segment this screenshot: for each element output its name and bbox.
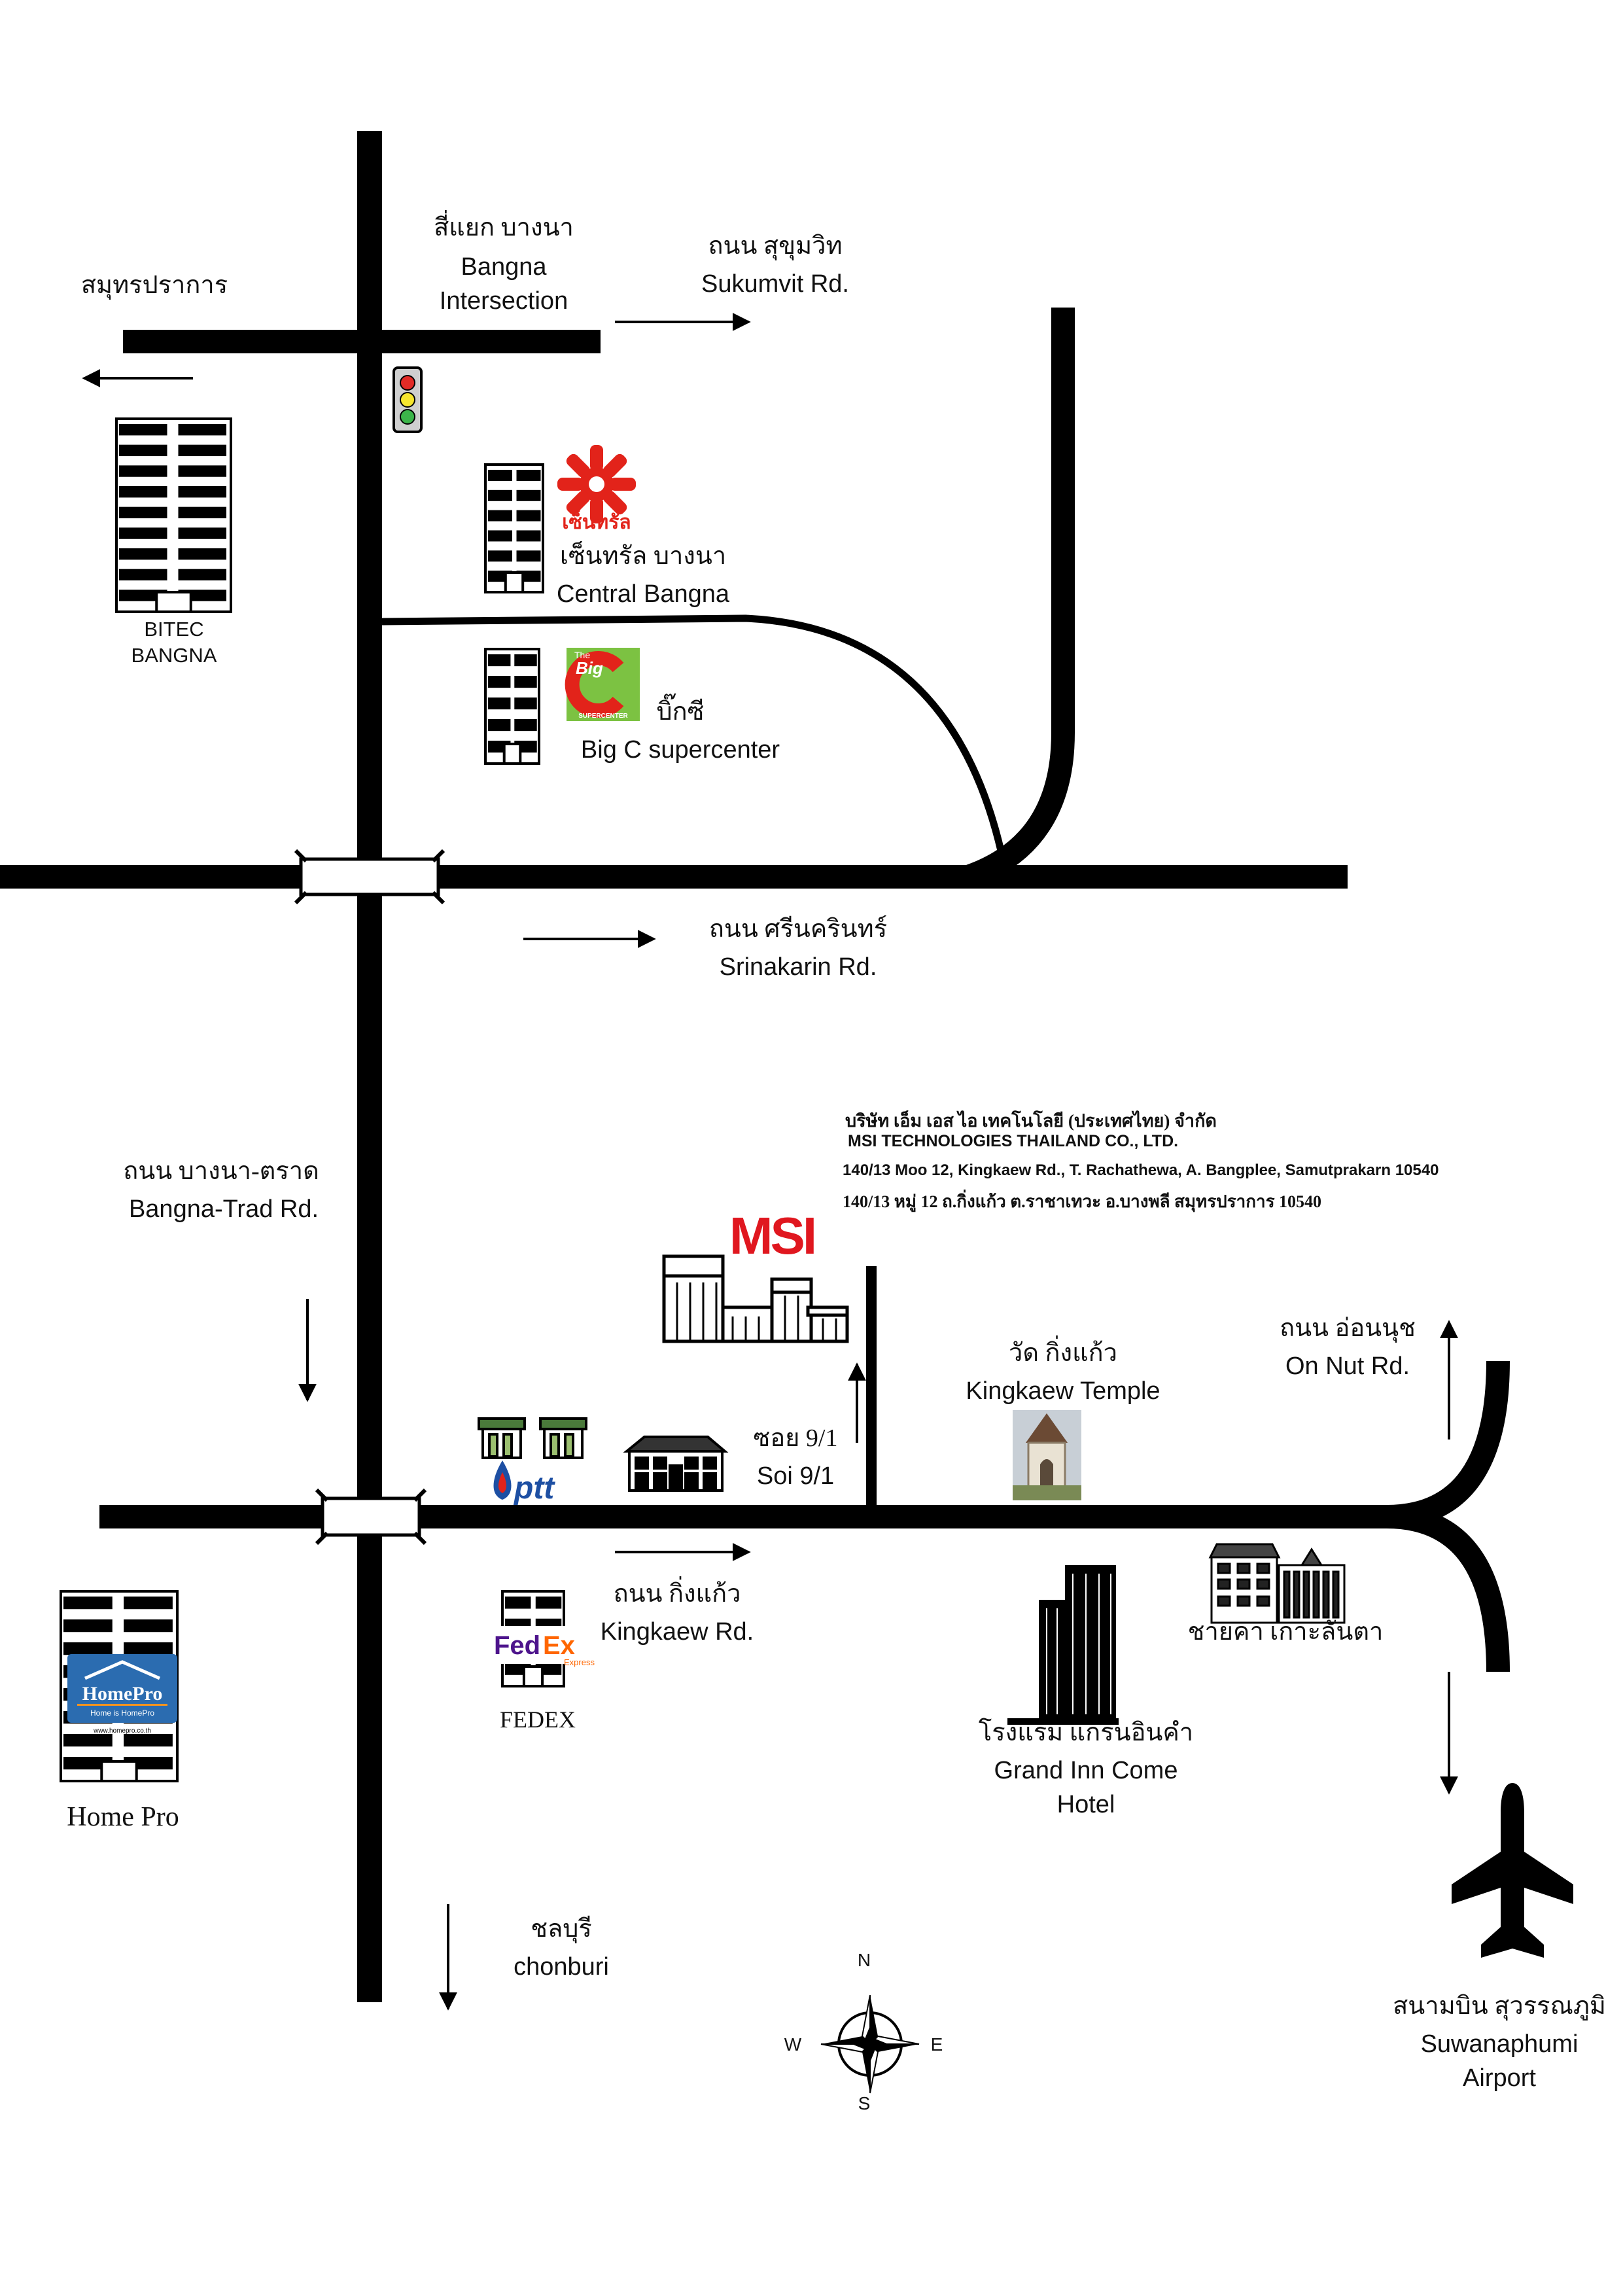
compass-north-label: N <box>858 1950 871 1970</box>
hotel-tower-icon <box>1007 1565 1119 1725</box>
traffic-light-icon <box>393 366 423 433</box>
msi-factory-icon <box>662 1254 849 1343</box>
central-logo: เซ็นทรัล <box>557 445 636 533</box>
building-icon <box>623 1436 729 1492</box>
bridge-kingkaew <box>315 1488 427 1545</box>
homepro-logo-url: www.homepro.co.th <box>93 1727 151 1735</box>
label-onnut-en: On Nut Rd. <box>1285 1352 1410 1380</box>
label-bangna-intersection-th: สี่แยก บางนา <box>434 210 574 241</box>
temple-icon <box>1013 1410 1081 1500</box>
ptt-station-icon <box>478 1417 587 1459</box>
fedex-logo-express: Express <box>564 1657 595 1667</box>
compass-south-label: S <box>858 2093 871 2113</box>
label-homepro: Home Pro <box>67 1802 179 1832</box>
homepro-logo-text: HomePro <box>82 1683 163 1704</box>
label-srinakarin-en: Srinakarin Rd. <box>720 953 877 981</box>
label-chonburi-th: ชลบุรี <box>531 1915 592 1943</box>
label-msi-en: MSI TECHNOLOGIES THAILAND CO., LTD. <box>848 1132 1178 1150</box>
label-soi-en: Soi 9/1 <box>757 1462 834 1490</box>
road-airport <box>1386 1505 1510 1672</box>
label-central-en: Central Bangna <box>557 580 730 608</box>
bigc-logo-sub: SUPERCENTER <box>578 713 628 720</box>
airplane-icon <box>1452 1783 1573 1958</box>
label-central-th: เซ็นทรัล บางนา <box>560 540 726 570</box>
label-temple-th: วัด กิ่งแก้ว <box>1009 1335 1117 1367</box>
label-bigc-th: บิ๊กซี <box>657 694 705 726</box>
label-bangna-trad-th: ถนน บางนา-ตราด <box>123 1157 319 1185</box>
bridge-srinakarin <box>294 849 445 905</box>
msi-logo-text: MSI <box>729 1207 814 1265</box>
label-fedex: FEDEX <box>500 1706 576 1733</box>
bigc-logo-small: The <box>574 650 590 660</box>
label-temple-en: Kingkaew Temple <box>966 1377 1160 1405</box>
ptt-logo-text: ptt <box>513 1471 555 1506</box>
label-grand-en-1: Grand Inn Come <box>994 1757 1178 1784</box>
compass-rose-icon <box>820 1994 920 2094</box>
label-sukumvit-en: Sukumvit Rd. <box>701 270 849 298</box>
bitec-building-icon <box>115 417 232 613</box>
label-kingkaew-en: Kingkaew Rd. <box>601 1618 754 1646</box>
ptt-logo: ptt <box>493 1460 555 1506</box>
label-address-en: 140/13 Moo 12, Kingkaew Rd., T. Rachathe… <box>843 1161 1439 1179</box>
label-airport-en-1: Suwanaphumi <box>1421 2030 1579 2058</box>
compass-west-label: W <box>784 2034 802 2055</box>
label-bitec-2: BANGNA <box>131 644 217 667</box>
homepro-logo: HomePro Home is HomePro www.homepro.co.t… <box>67 1654 177 1735</box>
road-central-bangna <box>381 614 1005 852</box>
homepro-logo-sub: Home is HomePro <box>90 1708 154 1718</box>
road-srinakarin-north <box>964 308 1075 889</box>
fedex-logo: Fed Ex Express <box>492 1626 595 1667</box>
bigc-logo-text: Big <box>576 658 603 678</box>
label-bigc-en: Big C supercenter <box>581 736 780 764</box>
label-srinakarin-th: ถนน ศรีนครินทร์ <box>709 915 887 943</box>
bigc-logo: The Big SUPERCENTER <box>565 648 640 721</box>
central-logo-text: เซ็นทรัล <box>562 510 631 533</box>
msi-logo: MSI <box>729 1207 817 1265</box>
fedex-logo-ex: Ex <box>543 1631 575 1660</box>
label-airport-th: สนามบิน สุวรรณภูมิ <box>1393 1992 1606 2021</box>
roads <box>0 131 1510 2002</box>
labels: สมุทรปราการ สี่แยก บางนา Bangna Intersec… <box>67 210 1606 2113</box>
bigc-building-icon <box>484 648 540 765</box>
central-building-icon <box>484 463 544 593</box>
label-samut-prakan: สมุทรปราการ <box>81 272 228 300</box>
label-address-th: 140/13 หมู่ 12 ถ.กิ่งแก้ว ต.ราชาเทวะ อ.บ… <box>843 1189 1321 1212</box>
label-onnut-th: ถนน อ่อนนุช <box>1280 1315 1416 1343</box>
building-icon <box>1208 1543 1346 1624</box>
label-kingkaew-th: ถนน กิ่งแก้ว <box>614 1576 741 1608</box>
label-chaiya: ชายคา เกาะลันตา <box>1188 1618 1384 1646</box>
label-sukumvit-th: ถนน สุขุมวิท <box>708 232 842 260</box>
label-grand-en-2: Hotel <box>1057 1791 1115 1818</box>
label-chonburi-en: chonburi <box>514 1953 609 1981</box>
road-on-nut <box>1386 1360 1510 1528</box>
label-bangna-intersection-en-2: Intersection <box>440 287 568 315</box>
label-bangna-intersection-en-1: Bangna <box>461 253 547 281</box>
label-grand-th: โรงแรม แกรนอินคำ <box>979 1718 1193 1746</box>
label-bangna-trad-en: Bangna-Trad Rd. <box>129 1195 319 1223</box>
direction-arrows <box>82 313 1458 2011</box>
label-bitec-1: BITEC <box>144 618 203 641</box>
label-soi-th: ซอย 9/1 <box>754 1424 838 1452</box>
label-msi-th: บริษัท เอ็ม เอส ไอ เทคโนโลยี (ประเทศไทย)… <box>845 1109 1217 1131</box>
label-airport-en-2: Airport <box>1463 2064 1536 2092</box>
compass-east-label: E <box>931 2034 943 2055</box>
fedex-logo-fed: Fed <box>494 1631 540 1660</box>
